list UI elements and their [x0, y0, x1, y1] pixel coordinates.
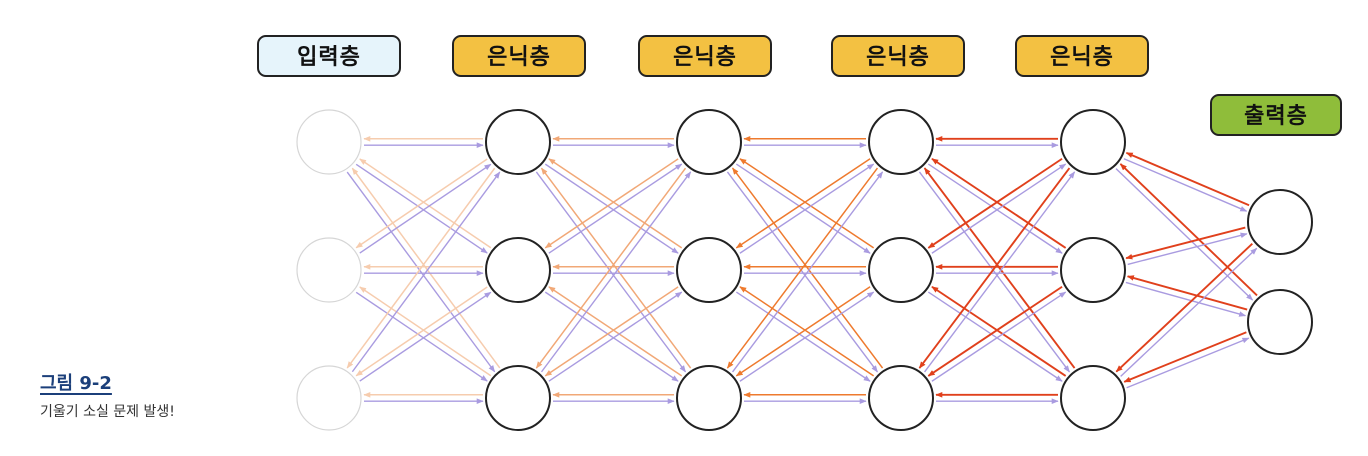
backward-edge-3-1-0 — [927, 157, 1063, 249]
forward-edge-0-1-2 — [355, 291, 488, 382]
forward-edge-4-2-1 — [1126, 337, 1250, 389]
node-layer1-1 — [485, 237, 551, 303]
backward-edge-0-2-1 — [355, 286, 488, 377]
node-layer3-2 — [868, 365, 934, 431]
backward-edge-2-2-1 — [735, 286, 871, 377]
node-layer0-0 — [296, 109, 362, 175]
backward-edge-1-1-2 — [548, 286, 683, 377]
forward-edge-1-1-2 — [544, 291, 679, 382]
forward-edge-2-0-1 — [735, 163, 871, 254]
backward-edge-0-2-0 — [346, 167, 496, 369]
backward-edge-1-0-1 — [548, 158, 683, 249]
backward-edge-2-1-2 — [739, 286, 875, 377]
node-layer4-0 — [1060, 109, 1126, 175]
backward-edge-1-0-2 — [540, 167, 692, 369]
backward-edge-2-1-0 — [735, 158, 871, 249]
forward-edge-3-0-2 — [918, 171, 1070, 373]
backward-edge-3-2-0 — [918, 167, 1071, 369]
layer-label-3: 은닉층 — [831, 35, 965, 77]
forward-edge-4-1-0 — [1127, 232, 1248, 266]
forward-edge-3-1-0 — [931, 163, 1067, 254]
layer-label-1: 은닉층 — [452, 35, 586, 77]
forward-edge-0-1-0 — [359, 163, 492, 254]
node-layer5-0 — [1247, 189, 1313, 255]
backward-edge-0-1-2 — [359, 286, 492, 377]
figure-number: 그림 9-2 — [40, 373, 112, 394]
layer-label-5: 출력층 — [1210, 94, 1342, 136]
backward-edge-1-1-0 — [544, 158, 679, 249]
forward-edge-4-0-1 — [1115, 168, 1254, 301]
node-layer5-1 — [1247, 289, 1313, 355]
figure-caption: 기울기 소실 문제 발생! — [40, 404, 175, 420]
forward-edge-1-0-2 — [535, 171, 687, 373]
node-layer4-2 — [1060, 365, 1126, 431]
backward-edge-4-1-0 — [1125, 226, 1246, 260]
layer-label-2: 은닉층 — [638, 35, 772, 77]
backward-edge-3-0-2 — [923, 167, 1076, 369]
backward-edge-0-0-2 — [351, 167, 501, 369]
node-layer2-2 — [676, 365, 742, 431]
forward-edge-0-2-1 — [359, 291, 492, 382]
forward-edge-3-1-2 — [927, 291, 1063, 382]
layer-label-4: 은닉층 — [1015, 35, 1149, 77]
forward-edge-4-2-0 — [1120, 247, 1258, 377]
backward-edge-0-1-0 — [355, 158, 488, 249]
forward-edge-3-2-0 — [923, 171, 1076, 373]
forward-edge-0-0-2 — [346, 171, 496, 373]
layer-label-0: 입력층 — [257, 35, 401, 77]
forward-edge-1-2-1 — [548, 291, 683, 382]
backward-edge-4-2-1 — [1123, 331, 1247, 383]
nodes — [296, 109, 1313, 431]
forward-edge-2-1-2 — [735, 291, 871, 382]
node-layer4-1 — [1060, 237, 1126, 303]
node-layer2-1 — [676, 237, 742, 303]
forward-edge-1-2-0 — [540, 171, 692, 373]
forward-edge-3-0-1 — [927, 163, 1063, 254]
forward-edge-2-2-0 — [731, 171, 884, 373]
backward-edge-4-2-0 — [1115, 242, 1253, 373]
forward-edge-0-0-1 — [355, 163, 488, 254]
backward-edge-3-2-1 — [927, 285, 1063, 377]
node-layer1-2 — [485, 365, 551, 431]
node-layer2-0 — [676, 109, 742, 175]
connections — [346, 136, 1258, 405]
forward-edge-0-2-0 — [351, 171, 501, 373]
forward-edge-4-0-0 — [1123, 158, 1248, 212]
forward-edge-2-2-1 — [739, 291, 875, 382]
backward-edge-3-1-2 — [931, 285, 1067, 377]
backward-edge-2-0-1 — [739, 158, 875, 249]
backward-edge-0-0-1 — [359, 158, 492, 249]
forward-edge-2-0-2 — [726, 171, 879, 373]
backward-edge-1-2-0 — [535, 167, 687, 369]
backward-edge-3-0-1 — [931, 157, 1067, 249]
backward-edge-2-0-2 — [731, 167, 884, 369]
forward-edge-3-2-1 — [931, 291, 1067, 382]
backward-edge-2-2-0 — [726, 167, 879, 369]
backward-edge-4-0-1 — [1119, 163, 1258, 297]
forward-edge-1-0-1 — [544, 163, 679, 254]
backward-edge-1-2-1 — [544, 286, 679, 377]
node-layer1-0 — [485, 109, 551, 175]
forward-edge-4-1-1 — [1125, 281, 1247, 317]
node-layer3-0 — [868, 109, 934, 175]
backward-edge-4-0-0 — [1125, 151, 1250, 207]
forward-edge-1-1-0 — [548, 163, 683, 254]
node-layer0-1 — [296, 237, 362, 303]
backward-edge-4-1-1 — [1126, 275, 1248, 311]
node-layer0-2 — [296, 365, 362, 431]
forward-edge-2-1-0 — [739, 163, 875, 254]
node-layer3-1 — [868, 237, 934, 303]
